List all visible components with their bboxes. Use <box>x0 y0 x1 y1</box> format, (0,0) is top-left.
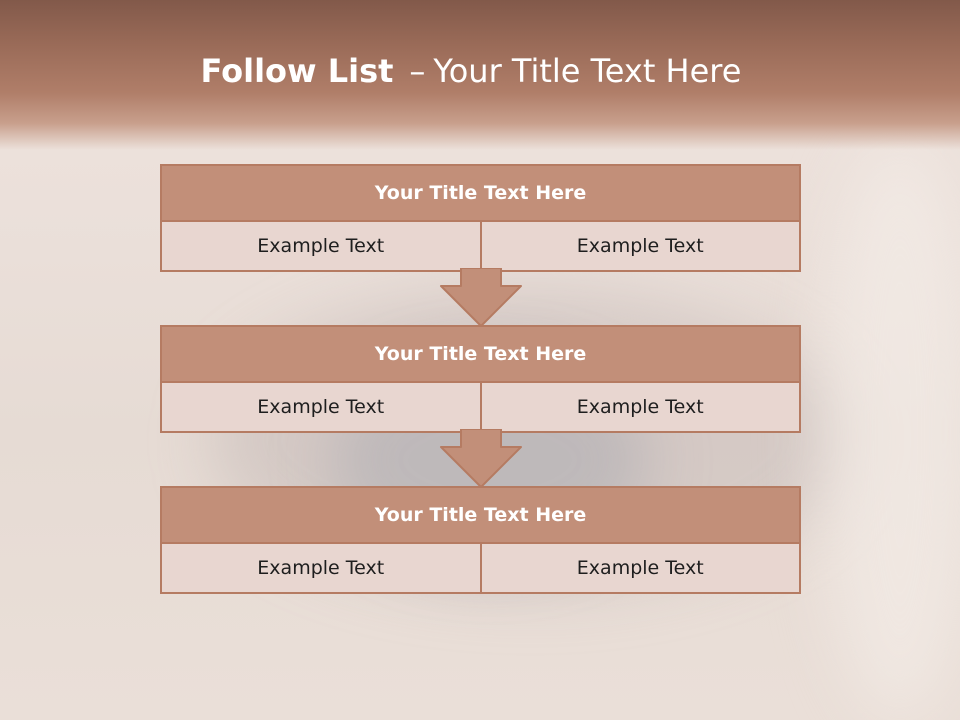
block-row: Example Text Example Text <box>162 544 799 592</box>
slide-title: Follow List–Your Title Text Here <box>0 52 942 90</box>
block-row: Example Text Example Text <box>162 383 799 431</box>
list-block: Your Title Text Here Example Text Exampl… <box>160 325 801 433</box>
block-cell-left: Example Text <box>162 544 480 592</box>
title-rest-part: Your Title Text Here <box>433 52 742 90</box>
title-separator: – <box>409 52 426 90</box>
block-cell-right: Example Text <box>479 222 799 270</box>
block-cell-right: Example Text <box>479 383 799 431</box>
title-bold-part: Follow List <box>200 52 394 90</box>
block-cell-left: Example Text <box>162 383 480 431</box>
background-blur-shape <box>820 140 960 720</box>
block-title: Your Title Text Here <box>162 327 799 383</box>
block-title: Your Title Text Here <box>162 166 799 222</box>
block-row: Example Text Example Text <box>162 222 799 270</box>
down-arrow-icon <box>440 429 522 488</box>
block-title: Your Title Text Here <box>162 488 799 544</box>
block-cell-left: Example Text <box>162 222 480 270</box>
list-block: Your Title Text Here Example Text Exampl… <box>160 486 801 594</box>
block-cell-right: Example Text <box>479 544 799 592</box>
header-band <box>0 0 960 150</box>
list-block: Your Title Text Here Example Text Exampl… <box>160 164 801 272</box>
down-arrow-icon <box>440 268 522 327</box>
